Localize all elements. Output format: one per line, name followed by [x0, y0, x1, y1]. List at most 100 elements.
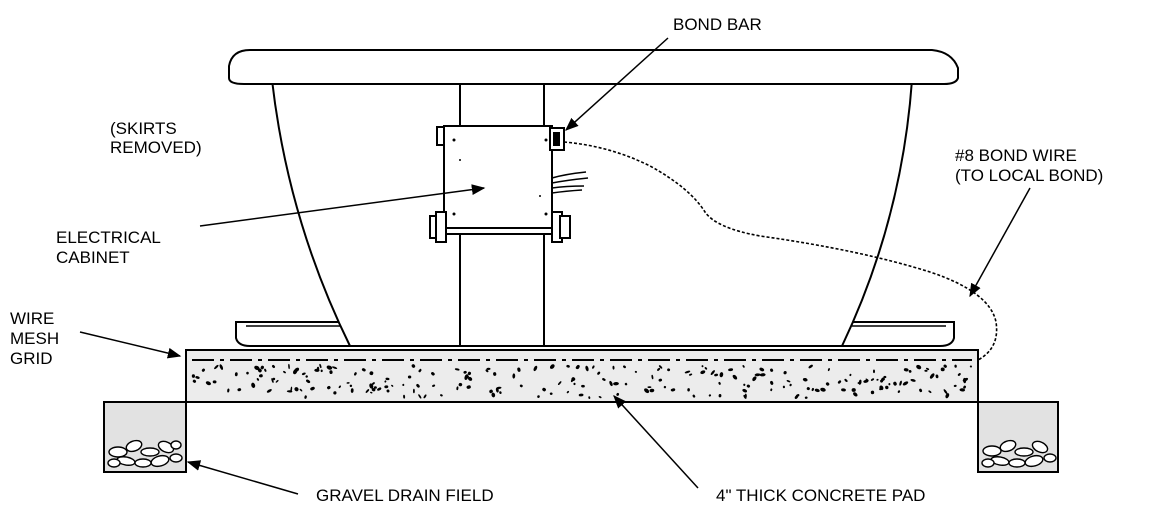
aggregate-speck	[246, 371, 249, 375]
aggregate-speck	[770, 388, 773, 392]
aggregate-speck	[743, 383, 746, 386]
aggregate-speck	[744, 393, 747, 398]
aggregate-speck	[495, 387, 499, 393]
aggregate-speck	[602, 378, 606, 381]
aggregate-speck	[456, 386, 459, 391]
aggregate-speck	[331, 366, 338, 370]
label-skirts-2: REMOVED)	[110, 138, 202, 157]
aggregate-speck	[663, 385, 667, 389]
aggregate-speck	[407, 375, 412, 379]
aggregate-speck	[254, 365, 260, 371]
aggregate-speck	[301, 372, 306, 376]
aggregate-speck	[718, 381, 721, 385]
aggregate-speck	[371, 382, 375, 385]
aggregate-speck	[969, 365, 972, 368]
aggregate-speck	[578, 393, 584, 397]
electrical-cabinet	[429, 125, 589, 243]
aggregate-speck	[928, 390, 932, 394]
aggregate-speck	[728, 368, 734, 372]
aggregate-speck	[402, 383, 405, 386]
label-mesh-2: MESH	[10, 329, 59, 348]
aggregate-speck	[310, 386, 315, 391]
aggregate-speck	[370, 391, 373, 394]
aggregate-speck	[827, 368, 830, 372]
aggregate-speck	[588, 396, 591, 399]
aggregate-speck	[319, 363, 322, 369]
aggregate-speck	[464, 374, 469, 380]
aggregate-speck	[902, 381, 909, 386]
aggregate-speck	[897, 390, 901, 393]
aggregate-speck	[825, 382, 830, 386]
aggregate-speck	[940, 367, 945, 372]
aggregate-speck	[688, 373, 693, 376]
concrete-aggregate	[191, 363, 972, 399]
aggregate-speck	[701, 365, 704, 368]
label-concrete: 4" THICK CONCRETE PAD	[716, 486, 925, 505]
aggregate-speck	[326, 365, 333, 370]
aggregate-speck	[893, 381, 897, 386]
aggregate-speck	[844, 378, 848, 382]
aggregate-speck	[369, 383, 374, 389]
aggregate-speck	[811, 387, 814, 392]
aggregate-speck	[431, 372, 435, 376]
aggregate-speck	[612, 365, 615, 370]
aggregate-speck	[754, 373, 761, 377]
aggregate-speck	[732, 374, 738, 380]
label-bond-wire-1: #8 BOND WIRE	[955, 146, 1077, 165]
aggregate-speck	[361, 368, 366, 372]
spa-shell	[228, 49, 959, 347]
aggregate-speck	[385, 377, 390, 381]
aggregate-speck	[808, 364, 813, 369]
aggregate-speck	[304, 395, 307, 399]
aggregate-speck	[609, 380, 613, 387]
aggregate-speck	[314, 368, 320, 372]
aggregate-speck	[935, 374, 939, 379]
aggregate-speck	[704, 367, 708, 370]
aggregate-speck	[290, 386, 293, 392]
aggregate-speck	[634, 370, 637, 373]
aggregate-speck	[349, 384, 353, 387]
aggregate-speck	[201, 368, 205, 372]
aggregate-speck	[391, 384, 394, 387]
label-cabinet-2: CABINET	[56, 248, 130, 267]
aggregate-speck	[299, 388, 303, 392]
aggregate-speck	[924, 369, 928, 372]
aggregate-speck	[283, 370, 286, 374]
aggregate-speck	[412, 388, 415, 394]
aggregate-speck	[926, 367, 930, 370]
aggregate-speck	[251, 382, 256, 388]
aggregate-speck	[306, 379, 311, 384]
aggregate-speck	[458, 382, 463, 387]
aggregate-speck	[338, 385, 341, 389]
aggregate-speck	[549, 392, 553, 395]
aggregate-speck	[598, 396, 602, 399]
aggregate-speck	[837, 380, 842, 384]
label-gravel: GRAVEL DRAIN FIELD	[316, 486, 494, 505]
aggregate-speck	[219, 364, 224, 370]
aggregate-speck	[953, 384, 957, 388]
aggregate-speck	[670, 388, 676, 392]
aggregate-speck	[416, 383, 420, 388]
gravel-stones-right	[981, 439, 1057, 468]
aggregate-speck	[687, 388, 690, 392]
aggregate-speck	[943, 389, 948, 395]
mesh-leader	[79, 331, 182, 359]
aggregate-speck	[783, 371, 787, 375]
aggregate-speck	[384, 385, 389, 389]
aggregate-speck	[770, 380, 774, 385]
aggregate-speck	[759, 373, 766, 377]
aggregate-speck	[212, 380, 217, 384]
label-mesh-1: WIRE	[10, 309, 54, 328]
aggregate-speck	[658, 378, 663, 382]
aggregate-speck	[849, 373, 852, 377]
aggregate-speck	[667, 368, 671, 372]
aggregate-speck	[908, 369, 912, 373]
aggregate-speck	[354, 372, 357, 376]
aggregate-speck	[466, 385, 471, 389]
aggregate-speck	[234, 372, 238, 377]
aggregate-speck	[571, 377, 576, 381]
aggregate-speck	[418, 394, 422, 399]
aggregate-speck	[657, 367, 661, 371]
aggregate-speck	[365, 389, 370, 393]
aggregate-speck	[576, 364, 580, 369]
